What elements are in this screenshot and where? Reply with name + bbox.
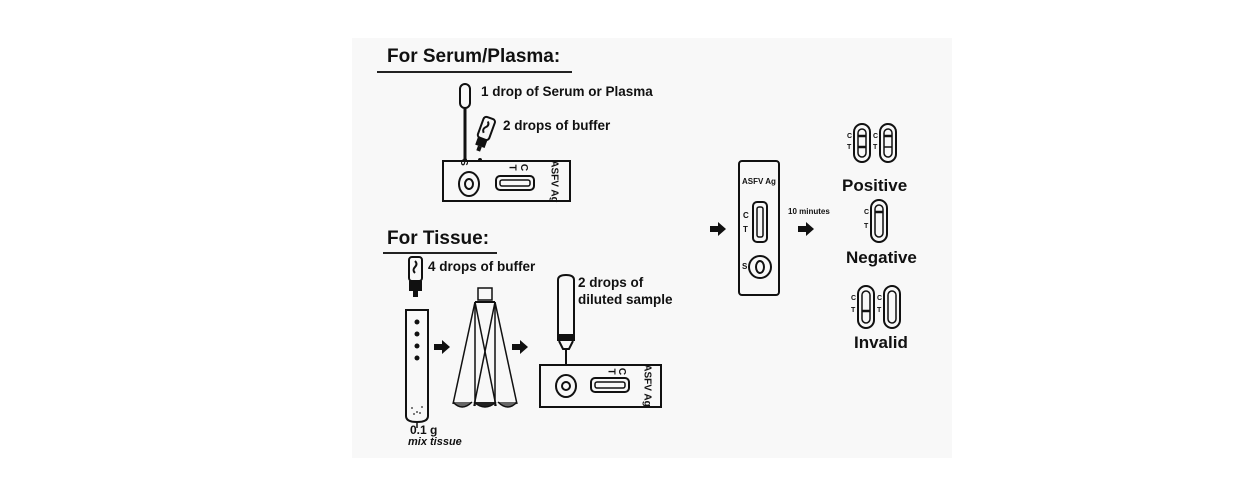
tissue-heading-underline (383, 252, 497, 254)
serum-heading-underline (377, 71, 572, 73)
tissue-step2-label-line2: diluted sample (578, 292, 673, 307)
serum-step1-label: 1 drop of Serum or Plasma (481, 84, 653, 99)
tissue-step1-label: 4 drops of buffer (428, 259, 536, 274)
serum-cassette-s-label: S (457, 159, 469, 166)
svg-text:C: C (847, 133, 852, 140)
serum-cassette-asfv-label: ASFV Ag (548, 160, 560, 203)
svg-text:T: T (873, 144, 878, 151)
result-negative-icon: C T (864, 199, 888, 243)
result-invalid-label: Invalid (854, 333, 908, 352)
center-cassette-s-label: S (742, 262, 748, 271)
tissue-step2-label-line1: 2 drops of (578, 275, 644, 290)
sample-tube-icon (405, 309, 429, 428)
svg-text:C: C (851, 295, 856, 302)
svg-text:T: T (864, 223, 869, 230)
result-invalid-icon: C T C T (851, 285, 901, 329)
serum-step2-label: 2 drops of buffer (503, 118, 611, 133)
buffer-bottle-icon (475, 115, 496, 162)
sample-amount-label: 0.1 g (410, 423, 438, 437)
dropper-tube-icon (557, 273, 575, 364)
tissue-heading: For Tissue: (387, 228, 490, 249)
wait-time-label: 10 minutes (788, 207, 830, 216)
svg-text:T: T (851, 307, 856, 314)
buffer-bottle-tissue-icon (408, 256, 423, 297)
center-cassette-c-label: C (743, 211, 749, 220)
center-cassette-asfv-label: ASFV Ag (742, 177, 776, 186)
svg-text:C: C (864, 209, 869, 216)
shaking-tube-icon (452, 287, 518, 408)
result-positive-icon: C T C T (847, 123, 897, 163)
scanned-instructions-sheet (352, 38, 952, 458)
tissue-cassette-c-label: C (616, 367, 628, 376)
serum-cassette-t-label: T (506, 164, 518, 171)
svg-text:T: T (877, 307, 882, 314)
svg-text:T: T (847, 144, 852, 151)
test-cassette-tissue (539, 364, 662, 408)
test-cassette-vertical (738, 160, 780, 296)
center-cassette-t-label: T (743, 225, 748, 234)
tissue-cassette-asfv-label: ASFV Ag (641, 364, 653, 407)
arrow-right-icon (434, 340, 450, 354)
result-negative-label: Negative (846, 248, 917, 267)
arrow-right-icon (710, 222, 726, 236)
arrow-right-icon (512, 340, 528, 354)
svg-text:C: C (877, 295, 882, 302)
arrow-right-icon (798, 222, 814, 236)
test-cassette-serum (442, 160, 571, 202)
result-positive-label: Positive (842, 176, 908, 195)
sample-desc-label: mix tissue (408, 436, 462, 448)
serum-cassette-c-label: C (518, 163, 530, 172)
svg-text:C: C (873, 133, 878, 140)
tissue-cassette-t-label: T (605, 368, 617, 375)
serum-plasma-heading: For Serum/Plasma: (387, 46, 561, 67)
